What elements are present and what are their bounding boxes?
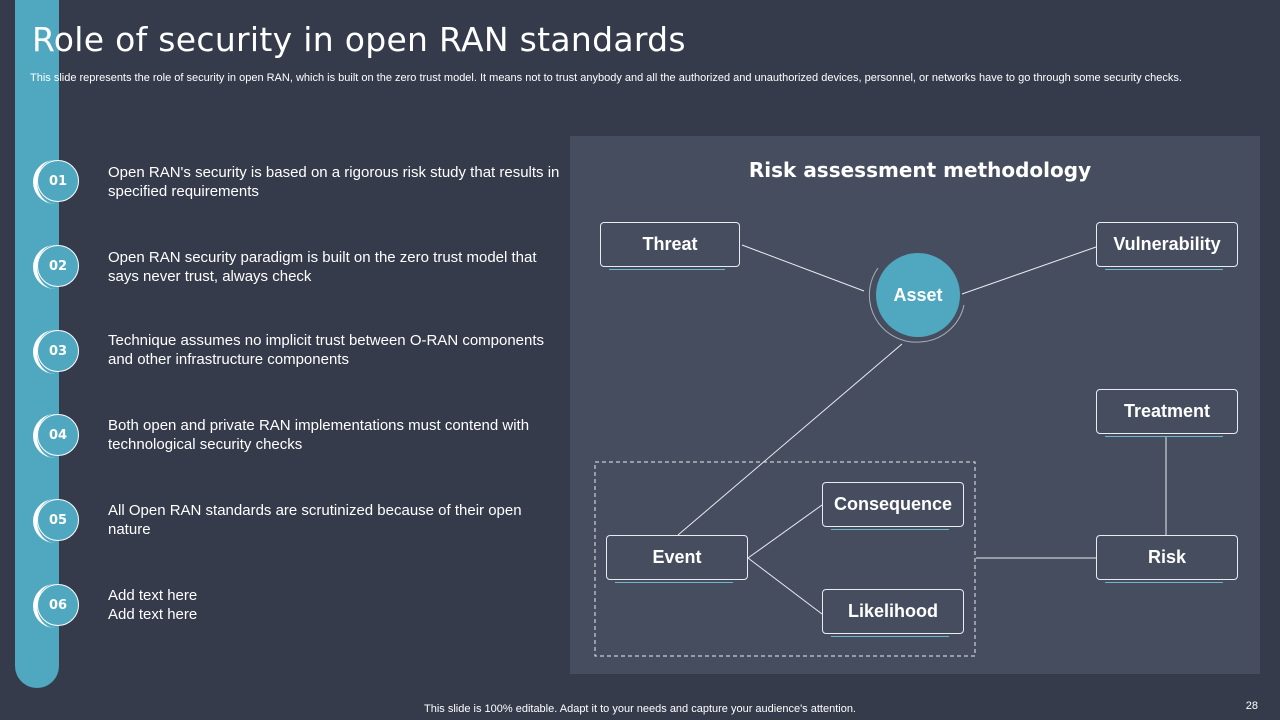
list-item-text: All Open RAN standards are scrutinized b… <box>108 502 522 538</box>
edge-event-consequence <box>747 504 823 559</box>
asset-node: Asset <box>876 253 960 337</box>
event-node: Event <box>606 535 748 583</box>
list-item: 01 Open RAN's security is based on a rig… <box>0 160 570 220</box>
page-title: Role of security in open RAN standards <box>32 20 686 59</box>
list-item-text: Open RAN's security is based on a rigoro… <box>108 164 560 200</box>
asset-outer-ring <box>868 267 965 343</box>
number-badge: 04 <box>33 414 79 460</box>
number-badge: 06 <box>33 584 79 630</box>
edge-event-likelihood <box>747 557 823 615</box>
edge-threat-asset <box>741 244 865 292</box>
list-item: 04 Both open and private RAN implementat… <box>0 414 570 474</box>
list-item-text: Open RAN security paradigm is built on t… <box>108 249 537 285</box>
list-item: 02 Open RAN security paradigm is built o… <box>0 245 570 305</box>
list-item: 05 All Open RAN standards are scrutinize… <box>0 499 570 559</box>
treatment-node: Treatment <box>1096 389 1238 437</box>
risk-node: Risk <box>1096 535 1238 583</box>
likelihood-node: Likelihood <box>822 589 964 637</box>
list-item-text: Technique assumes no implicit trust betw… <box>108 332 545 368</box>
threat-node: Threat <box>600 222 740 270</box>
consequence-node: Consequence <box>822 482 964 530</box>
page-number: 28 <box>1245 700 1258 712</box>
number-badge: 02 <box>33 245 79 291</box>
number-badge: 01 <box>33 160 79 206</box>
footer-note: This slide is 100% editable. Adapt it to… <box>424 703 856 715</box>
event-group-boundary <box>594 461 976 657</box>
vulnerability-node: Vulnerability <box>1096 222 1238 270</box>
list-item: 03 Technique assumes no implicit trust b… <box>0 330 570 390</box>
list-item-text: Both open and private RAN implementation… <box>108 417 530 453</box>
list-item-text: Add text here Add text here <box>108 587 198 623</box>
edge-vulnerability-asset <box>961 246 1097 295</box>
edge-asset-event <box>677 343 903 536</box>
number-badge: 03 <box>33 330 79 376</box>
number-badge: 05 <box>33 499 79 545</box>
diagram-title: Risk assessment methodology <box>748 158 1092 182</box>
page-subtitle: This slide represents the role of securi… <box>30 72 1182 84</box>
list-item: 06 Add text here Add text here <box>0 584 570 644</box>
